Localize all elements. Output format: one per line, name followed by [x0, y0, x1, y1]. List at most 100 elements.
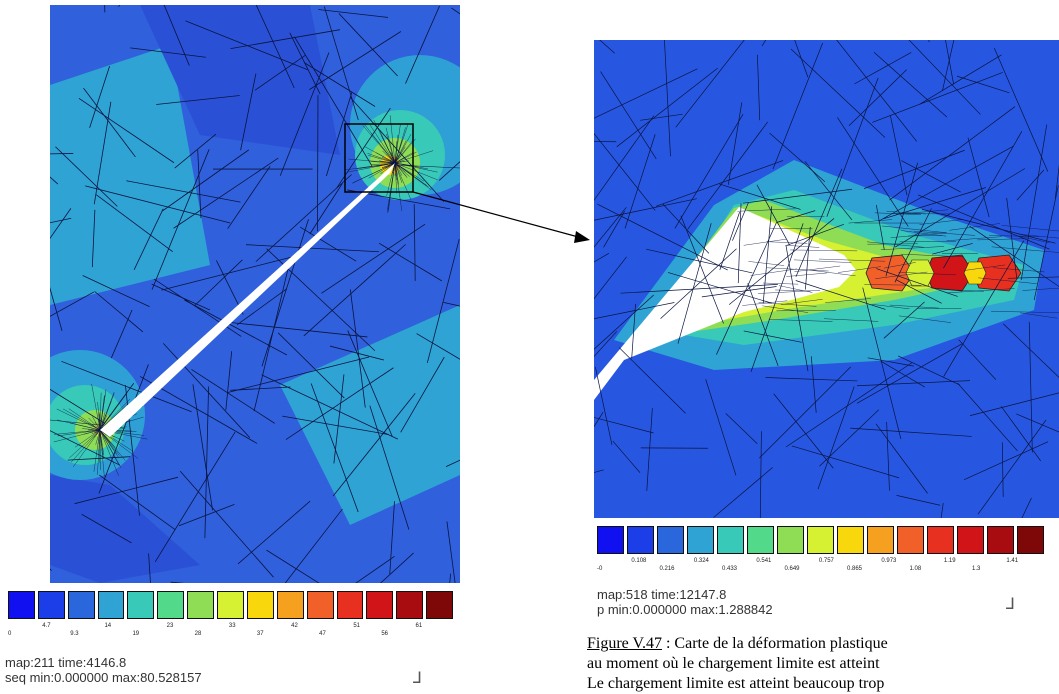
legend-swatch [987, 526, 1014, 554]
mesh-edge [932, 243, 973, 255]
mesh-edge [759, 431, 762, 518]
legend-swatch [627, 526, 654, 554]
refined-mesh-edge [890, 232, 947, 238]
refined-mesh-edge [790, 249, 858, 252]
refined-mesh-edge [394, 162, 438, 180]
legend-tick-label: 0.541 [756, 558, 772, 564]
mesh-edge [795, 280, 886, 310]
mesh-edge [719, 183, 801, 210]
mesh-edge [277, 332, 345, 399]
refined-mesh-edge [99, 429, 119, 458]
mesh-edge [917, 194, 1050, 250]
mesh-edge [794, 40, 809, 78]
mesh-edge [836, 40, 917, 142]
mesh-edge [170, 581, 185, 583]
mesh-edge [261, 219, 309, 367]
mesh-edge [901, 160, 961, 193]
legend-swatch [1017, 526, 1044, 554]
mesh-edge [191, 369, 275, 424]
figure-label: Figure V.47 [587, 635, 662, 652]
mesh-edge [91, 209, 96, 268]
mesh-edge [856, 380, 971, 387]
mesh-edge [110, 309, 133, 359]
mesh-edge [896, 495, 941, 506]
refined-mesh-edge [793, 259, 852, 263]
refined-mesh-edge [394, 162, 397, 181]
mesh-edge [594, 198, 697, 221]
mesh-edge [595, 366, 613, 445]
legend-tick-label: 56 [381, 631, 389, 637]
legend-swatch [717, 526, 744, 554]
refined-mesh-edge [378, 128, 396, 164]
refined-mesh-edge [874, 212, 922, 215]
refined-mesh-edge [99, 389, 107, 431]
legend-swatch [217, 591, 244, 619]
legend-tick-label: 0.108 [631, 558, 647, 564]
mesh-edge [154, 431, 236, 563]
mesh-edge [716, 223, 777, 355]
refined-mesh-edge [394, 162, 399, 185]
legend-swatch [867, 526, 894, 554]
refined-mesh-edge [864, 284, 922, 286]
refined-mesh-edge [69, 429, 101, 459]
mesh-edge [74, 476, 179, 505]
mesh-edge [594, 331, 618, 358]
legend-swatch [837, 526, 864, 554]
refined-mesh-edge [394, 162, 403, 183]
mesh-edge [294, 36, 373, 167]
mesh-edge [50, 208, 72, 240]
mesh-edge [620, 284, 778, 294]
mesh-edge [765, 377, 858, 382]
mesh-edge [309, 183, 343, 235]
mesh-edge [750, 223, 804, 372]
mesh-edge [449, 573, 451, 583]
refined-mesh-edge [866, 241, 924, 248]
refined-mesh-edge [95, 429, 101, 445]
refined-mesh-edge [97, 429, 101, 445]
mesh-edge [163, 5, 190, 66]
refined-mesh-edge [748, 261, 785, 266]
legend-tick-label: 37 [256, 631, 264, 637]
refined-mesh-edge [763, 282, 799, 285]
mesh-edge [594, 68, 698, 119]
mesh-edge [1020, 124, 1048, 280]
mesh-edge [93, 101, 112, 205]
mesh-edge [389, 501, 395, 575]
mesh-edge [99, 474, 176, 530]
mesh-edge [299, 226, 357, 262]
crack-mesh-line [50, 419, 101, 426]
mesh-edge [67, 456, 131, 461]
refined-mesh-edge [98, 419, 101, 431]
mesh-edge [303, 62, 376, 107]
refined-mesh-edge [786, 272, 827, 277]
refined-mesh-edge [908, 235, 942, 237]
mesh-edge [908, 40, 981, 115]
refined-mesh-edge [386, 162, 396, 196]
mesh-edge [594, 256, 627, 300]
refined-mesh-edge [99, 398, 131, 431]
refined-mesh-edge [56, 408, 101, 431]
refined-mesh-edge [900, 230, 947, 237]
mesh-edge [817, 386, 855, 490]
refined-mesh-edge [352, 162, 396, 184]
mesh-edge [725, 413, 758, 445]
refined-mesh-edge [991, 311, 1059, 313]
right-axis-triad-icon: ⅃ [1006, 596, 1015, 613]
mesh-edge [350, 97, 445, 202]
legend-tick-label: 28 [194, 631, 202, 637]
legend-tick-label: 0 [8, 631, 12, 637]
legend-tick-label: 14 [104, 623, 112, 629]
mesh-edge [148, 553, 151, 583]
mesh-edge [594, 115, 655, 201]
legend-swatch [957, 526, 984, 554]
mesh-edge [713, 467, 773, 518]
legend-tick-label: 19 [132, 631, 140, 637]
refined-mesh-edge [73, 429, 101, 468]
legend-swatch [187, 591, 215, 619]
mesh-edge [945, 40, 954, 85]
mesh-edge [660, 248, 737, 319]
refined-mesh-edge [92, 425, 101, 431]
mesh-edge [942, 40, 955, 92]
mesh-edge [438, 161, 460, 181]
refined-mesh-edge [880, 246, 945, 250]
